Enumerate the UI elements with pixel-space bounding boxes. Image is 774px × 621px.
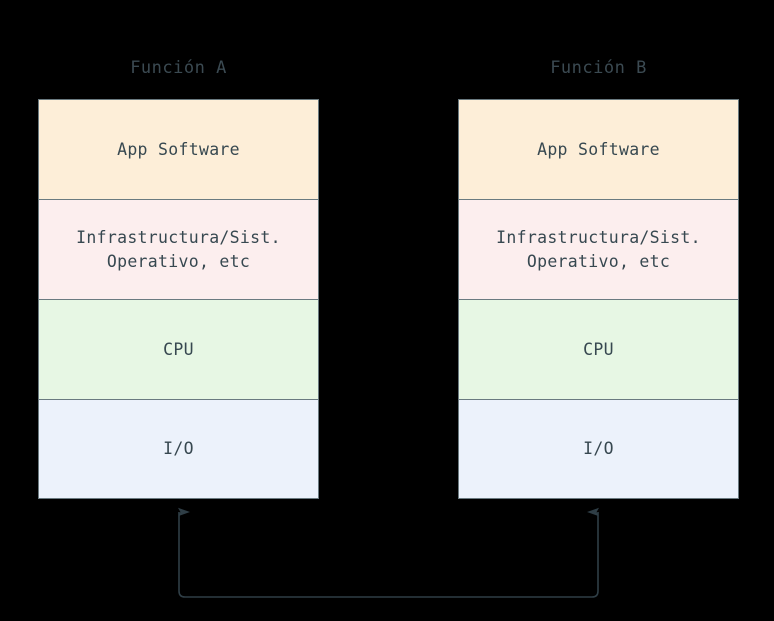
layer-infrastructure-os-a[interactable]: Infrastructura/Sist. Operativo, etc <box>38 199 319 299</box>
column-title-b: Función B <box>550 58 647 78</box>
layer-io-b[interactable]: I/O <box>458 399 739 499</box>
column-title-a: Función A <box>130 58 227 78</box>
function-b-stack: App Software Infrastructura/Sist. Operat… <box>458 99 739 499</box>
layer-infrastructure-os-b[interactable]: Infrastructura/Sist. Operativo, etc <box>458 199 739 299</box>
layer-app-software-b[interactable]: App Software <box>458 99 739 199</box>
layer-app-software-a[interactable]: App Software <box>38 99 319 199</box>
layer-cpu-a[interactable]: CPU <box>38 299 319 399</box>
layer-io-a[interactable]: I/O <box>38 399 319 499</box>
function-a-stack: App Software Infrastructura/Sist. Operat… <box>38 99 319 499</box>
layer-cpu-b[interactable]: CPU <box>458 299 739 399</box>
connector-path <box>178 507 599 598</box>
